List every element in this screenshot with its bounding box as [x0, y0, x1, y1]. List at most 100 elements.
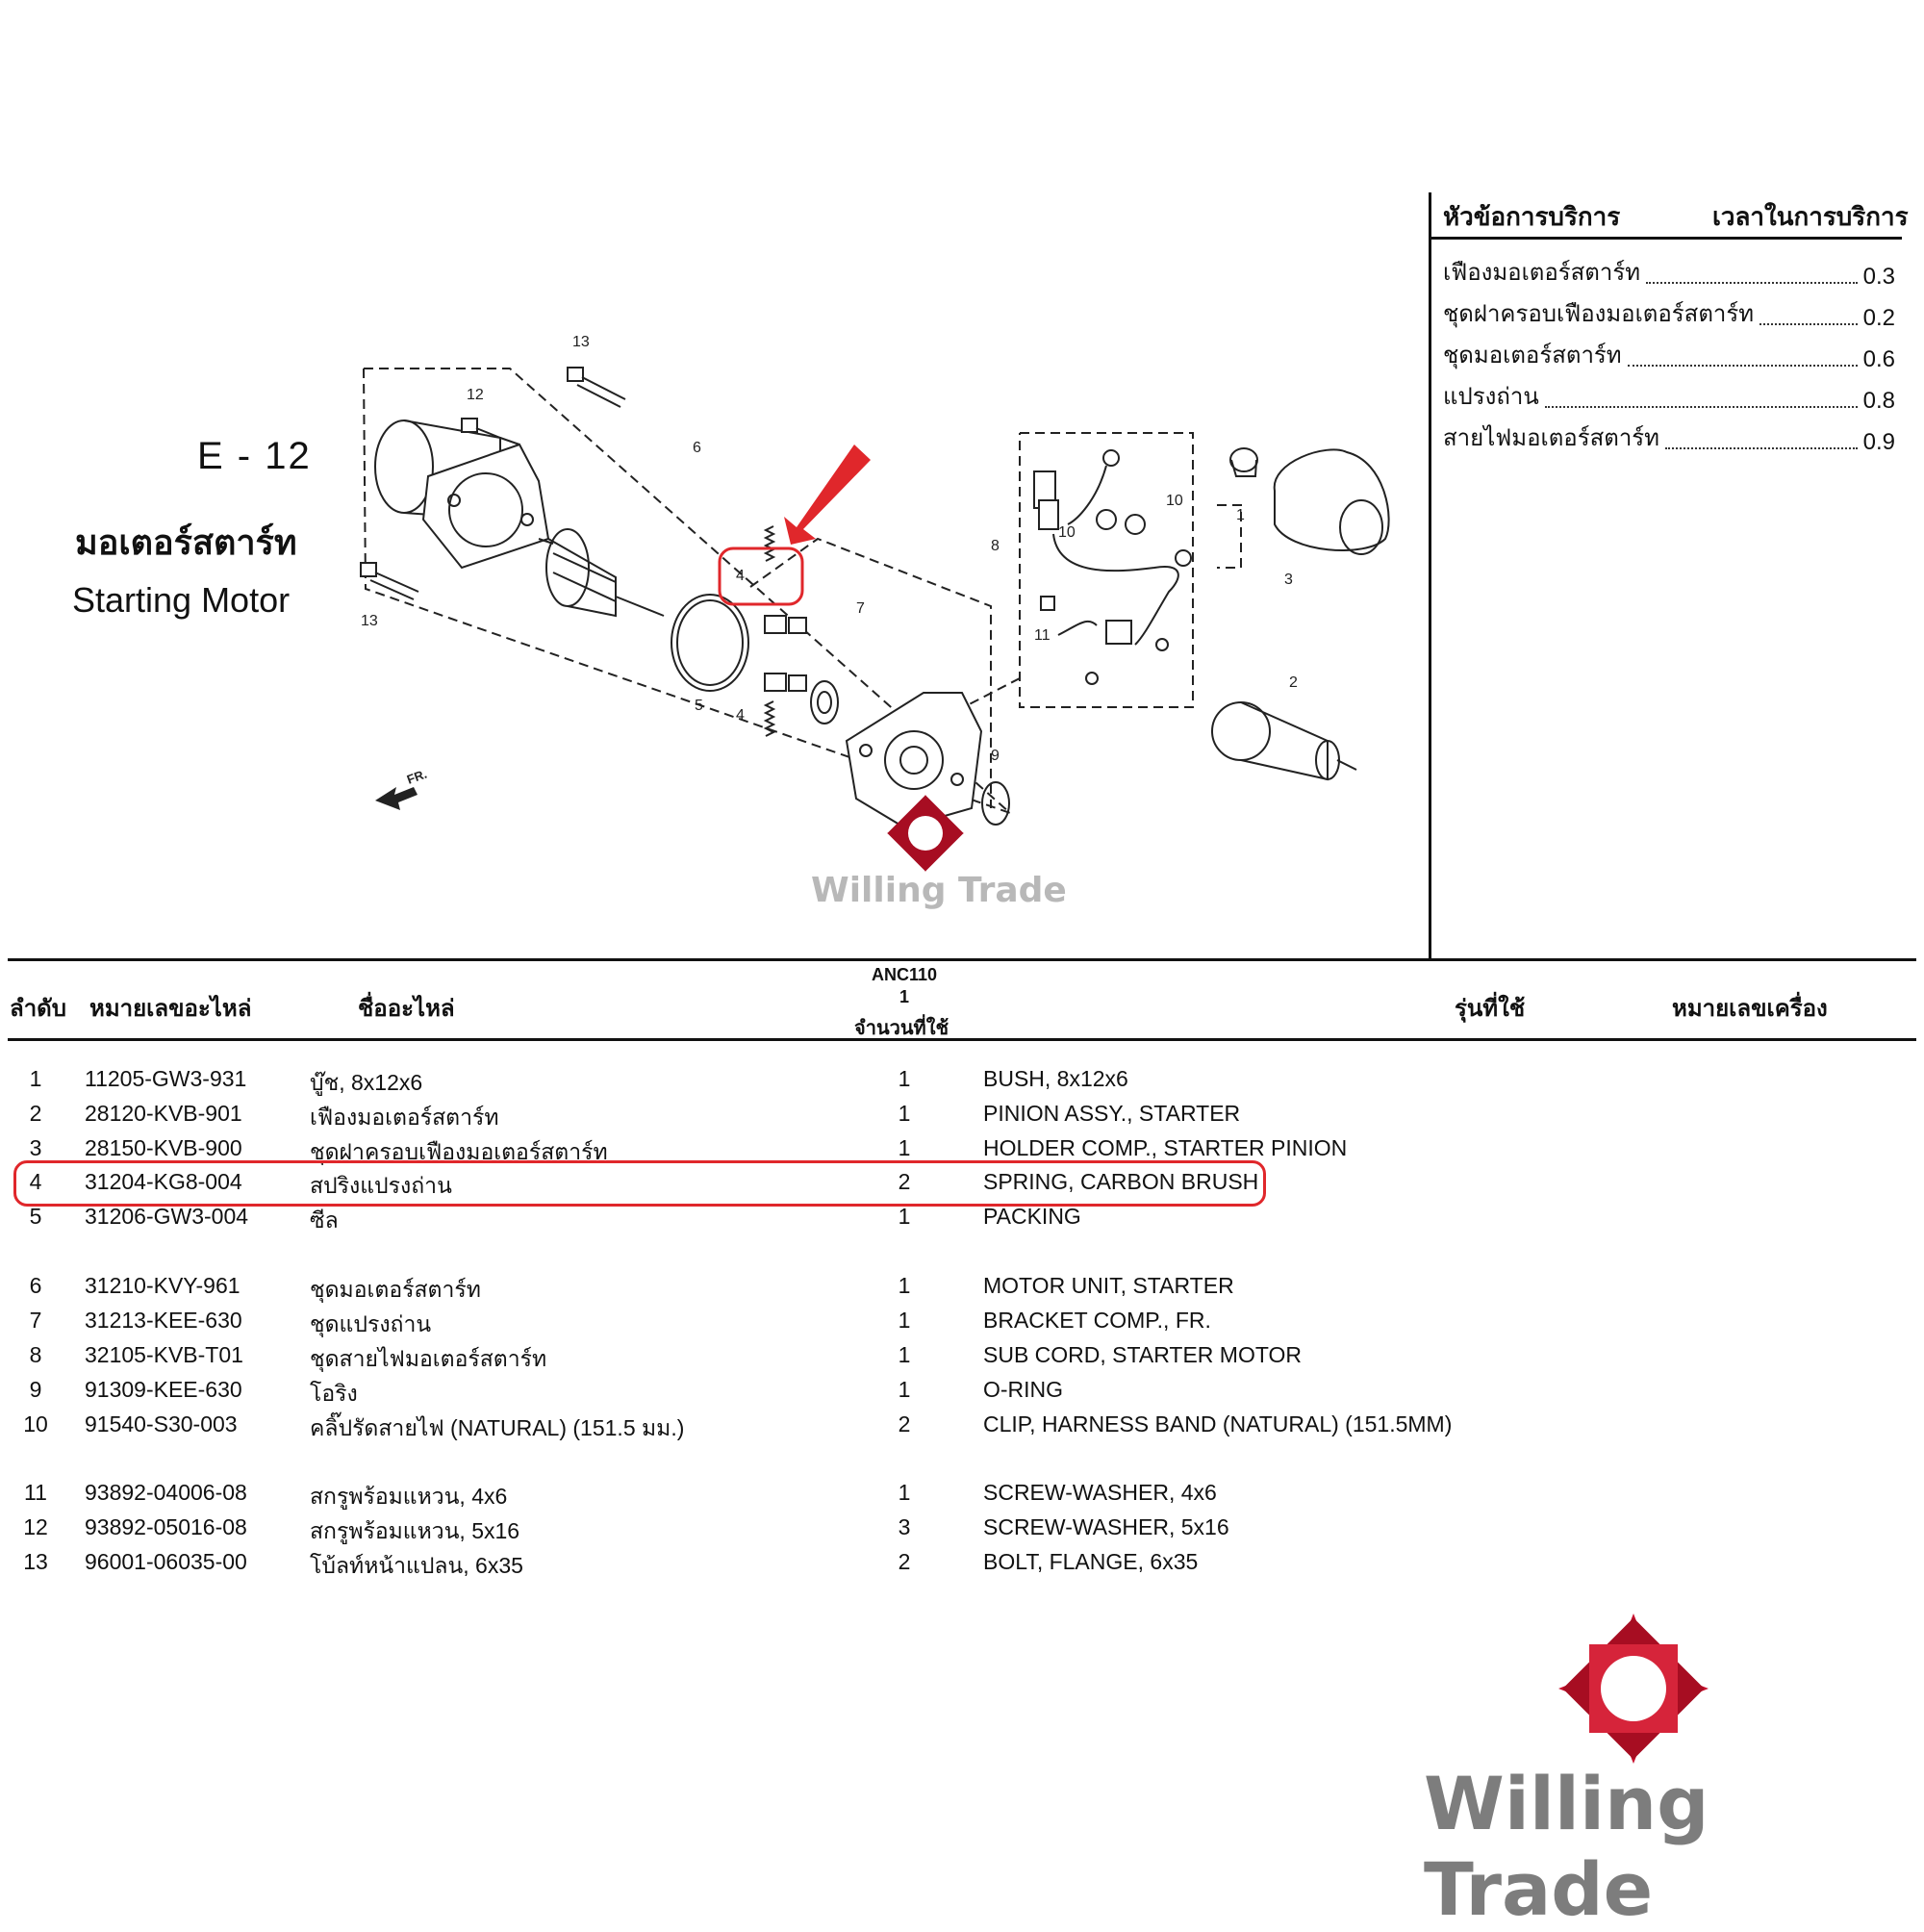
bolt-13-top-drawing [567, 367, 626, 408]
callout-1: 1 [1236, 507, 1245, 523]
packing-drawing [671, 594, 749, 692]
service-item-name: ชุดฝาครอบเฟืองมอเตอร์สตาร์ท [1443, 301, 1755, 327]
cell-part-name-en: CLIP, HARNESS BAND (NATURAL) (151.5MM) [983, 1411, 1453, 1436]
col-header-used-model: รุ่นที่ใช้ [1455, 996, 1526, 1022]
svg-text:FR.: FR. [405, 767, 429, 787]
armature-drawing [538, 528, 665, 618]
cell-no: 7 [29, 1308, 42, 1333]
cell-part-name-th: ชุดแปรงถ่าน [310, 1311, 432, 1336]
section-title-en: Starting Motor [72, 580, 291, 620]
cell-part-name-en: BUSH, 8x12x6 [983, 1066, 1128, 1091]
service-item: ชุดฝาครอบเฟืองมอเตอร์สตาร์ท 0.2 [1443, 293, 1895, 332]
cell-no: 5 [29, 1204, 42, 1229]
sub-cord-drawing [1033, 449, 1192, 685]
cell-no: 9 [29, 1377, 42, 1402]
service-item-name: ชุดมอเตอร์สตาร์ท [1443, 343, 1622, 369]
cell-qty: 1 [898, 1066, 911, 1091]
cell-no: 13 [23, 1549, 48, 1574]
col-header-model-qty: 1 [899, 987, 909, 1006]
cell-qty: 2 [898, 1549, 911, 1574]
cell-part-no: 31204-KG8-004 [85, 1169, 242, 1194]
cell-part-name-th: สกรูพร้อมแหวน, 4x6 [310, 1484, 508, 1509]
bolt-13-bottom-drawing [360, 562, 419, 600]
callout-6: 6 [693, 440, 701, 456]
cell-part-name-th: สปริงแปรงถ่าน [310, 1173, 452, 1198]
service-item-name: เฟืองมอเตอร์สตาร์ท [1443, 260, 1641, 286]
callout-8: 8 [991, 538, 1000, 554]
cell-qty: 1 [898, 1342, 911, 1367]
col-header-engine-no: หมายเลขเครื่อง [1672, 996, 1828, 1022]
cell-part-no: 91309-KEE-630 [85, 1377, 242, 1402]
cell-part-name-en: O-RING [983, 1377, 1064, 1402]
cell-part-name-th: ชุดฝาครอบเฟืองมอเตอร์สตาร์ท [310, 1139, 608, 1164]
cell-part-no: 93892-04006-08 [85, 1480, 247, 1505]
brush-drawing [764, 615, 807, 692]
service-item-time: 0.9 [1862, 429, 1895, 455]
pinion-drawing [1211, 701, 1357, 781]
table-row: 11 93892-04006-08 สกรูพร้อมแหวน, 4x6 1 S… [0, 1480, 1539, 1514]
section-code: E - 12 [197, 435, 312, 477]
table-row: 7 31213-KEE-630 ชุดแปรงถ่าน 1 BRACKET CO… [0, 1308, 1539, 1342]
cell-part-name-en: PACKING [983, 1204, 1081, 1229]
cell-qty: 1 [898, 1480, 911, 1505]
watermark-text-large: Willing Trade [1424, 1761, 1709, 1932]
cell-part-no: 96001-06035-00 [85, 1549, 247, 1574]
service-item-name: แปรงถ่าน [1443, 384, 1539, 410]
bush-drawing [1229, 447, 1258, 477]
watermark-text-small: Willing Trade [811, 871, 1067, 910]
cell-qty: 2 [898, 1169, 911, 1194]
exploded-diagram: 13 12 6 4 7 8 10 10 11 1 3 2 5 4 9 13 FR… [360, 334, 1390, 872]
cell-qty: 1 [898, 1273, 911, 1298]
table-row: 12 93892-05016-08 สกรูพร้อมแหวน, 5x16 3 … [0, 1514, 1539, 1549]
cell-qty: 1 [898, 1101, 911, 1126]
service-item-time: 0.8 [1862, 388, 1895, 414]
cell-qty: 1 [898, 1204, 911, 1229]
col-header-part-no: หมายเลขอะไหล่ [89, 996, 252, 1022]
service-item: สายไฟมอเตอร์สตาร์ท 0.9 [1443, 418, 1895, 456]
cell-qty: 1 [898, 1377, 911, 1402]
assembly-outline [363, 368, 1011, 814]
cell-part-no: 93892-05016-08 [85, 1514, 247, 1539]
cell-part-name-th: ชุดมอเตอร์สตาร์ท [310, 1277, 481, 1302]
table-row: 1 11205-GW3-931 บู๊ช, 8x12x6 1 BUSH, 8x1… [0, 1066, 1539, 1101]
cell-no: 1 [29, 1066, 42, 1091]
cell-no: 11 [24, 1480, 47, 1505]
callout-12: 12 [467, 387, 484, 403]
front-arrow-icon: FR. [375, 767, 429, 810]
cell-no: 8 [29, 1342, 42, 1367]
cell-no: 6 [29, 1273, 42, 1298]
cell-qty: 1 [898, 1308, 911, 1333]
cell-part-name-en: BRACKET COMP., FR. [983, 1308, 1211, 1333]
service-item-name: สายไฟมอเตอร์สตาร์ท [1443, 425, 1659, 451]
cell-part-no: 32105-KVB-T01 [85, 1342, 243, 1367]
o-ring-drawing [981, 781, 1010, 826]
cell-part-no: 31206-GW3-004 [85, 1204, 249, 1229]
col-header-part-name: ชื่ออะไหล่ [358, 996, 455, 1022]
pointer-arrow-icon [784, 445, 871, 545]
service-header-item: หัวข้อการบริการ [1443, 202, 1621, 231]
cell-part-name-th: บู๊ช, 8x12x6 [310, 1070, 423, 1095]
service-item-time: 0.2 [1862, 305, 1895, 331]
highlight-box-row [13, 1160, 1266, 1207]
section-title-th: มอเตอร์สตาร์ท [75, 522, 297, 562]
spring-bottom-drawing [763, 700, 776, 737]
callout-10-right: 10 [1166, 493, 1183, 509]
callout-11: 11 [1034, 627, 1051, 644]
cell-qty: 1 [898, 1135, 911, 1160]
callout-7: 7 [856, 600, 865, 617]
highlight-box-diagram [718, 547, 804, 606]
cell-no: 12 [23, 1514, 48, 1539]
cell-no: 2 [29, 1101, 42, 1126]
cell-part-no: 31210-KVY-961 [85, 1273, 240, 1298]
service-panel-divider [1429, 192, 1431, 960]
table-row: 10 91540-S30-003 คลิ๊ปรัดสายไฟ (NATURAL)… [0, 1411, 1539, 1446]
callout-9: 9 [991, 748, 1000, 764]
cell-part-name-en: SUB CORD, STARTER MOTOR [983, 1342, 1302, 1367]
table-row: 5 31206-GW3-004 ซีล 1 PACKING [0, 1204, 1539, 1238]
brush-group-outline [749, 537, 992, 808]
callout-4-bottom: 4 [736, 707, 745, 724]
service-item-time: 0.3 [1862, 264, 1895, 290]
cell-part-name-en: SCREW-WASHER, 5x16 [983, 1514, 1229, 1539]
cell-part-name-th: ชุดสายไฟมอเตอร์สตาร์ท [310, 1346, 547, 1371]
